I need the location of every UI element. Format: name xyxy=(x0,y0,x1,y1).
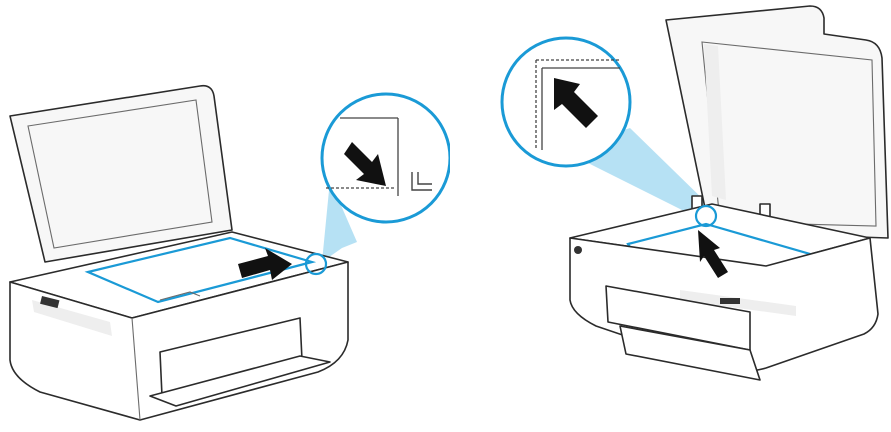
left-printer-illustration xyxy=(0,0,450,432)
power-button-icon xyxy=(574,246,582,254)
right-printer-illustration xyxy=(450,0,891,432)
right-printer-panel xyxy=(450,0,891,432)
left-printer-panel xyxy=(0,0,450,432)
display-icon xyxy=(720,298,740,304)
magnifier-callout xyxy=(502,38,630,166)
magnifier-callout xyxy=(322,94,450,222)
